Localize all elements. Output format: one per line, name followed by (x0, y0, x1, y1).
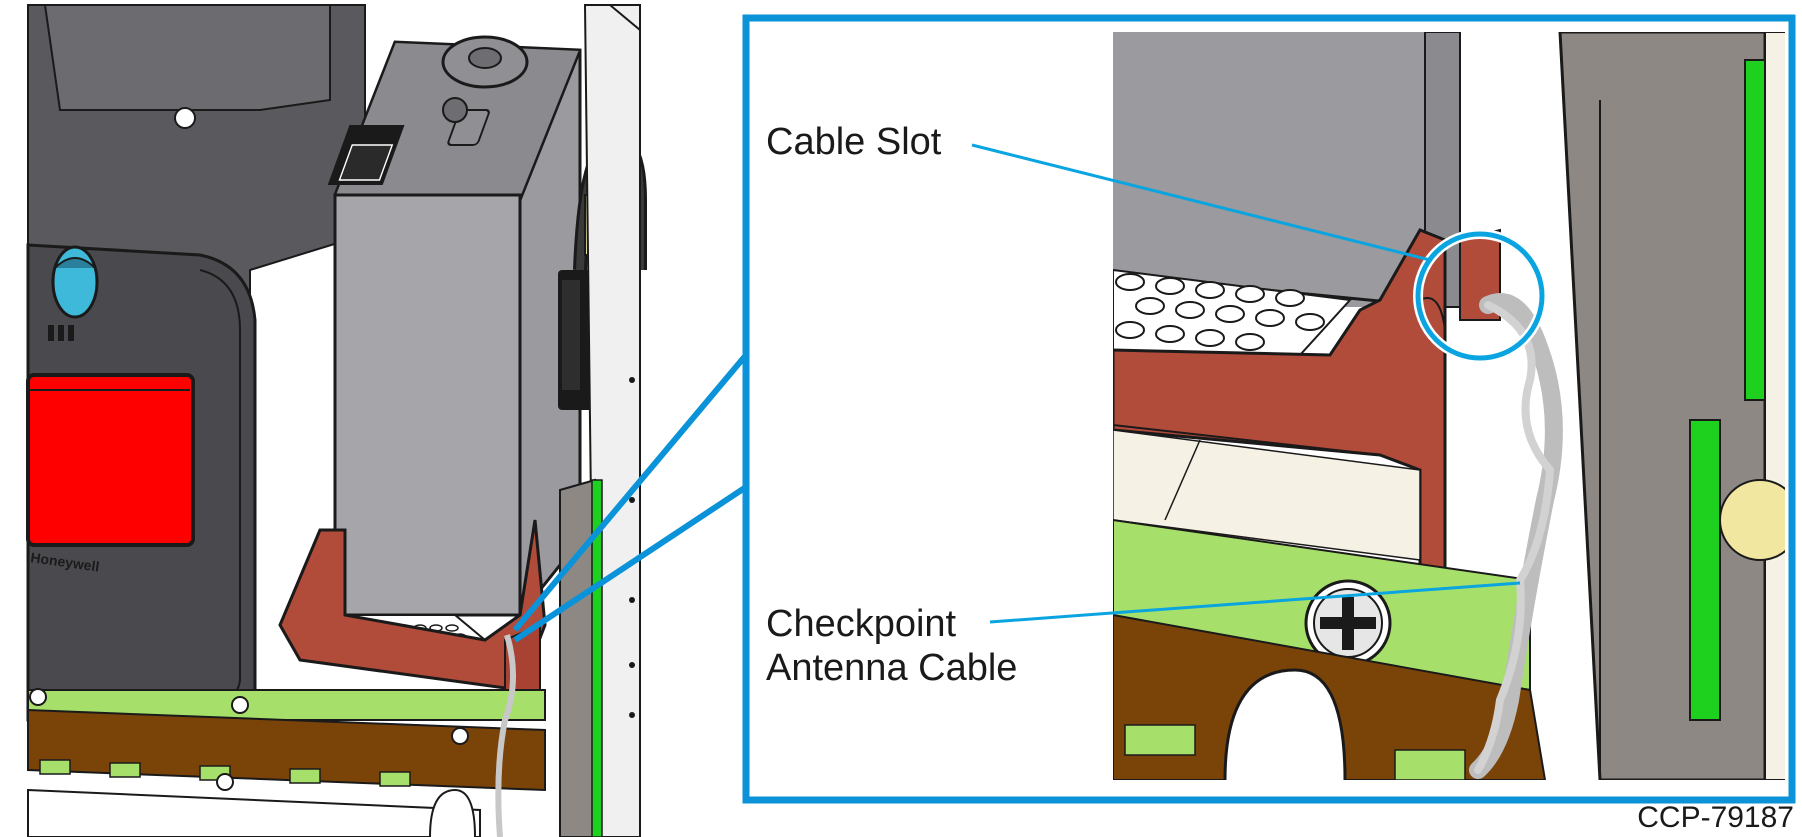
antenna-cable-leader (989, 581, 1521, 624)
honeycomb-vent (1115, 273, 1325, 351)
overview-illustration: Honeywell (26, 4, 647, 837)
figure-id: CCP-79187 (1637, 801, 1794, 834)
checkpoint-label-line-1: Checkpoint (766, 603, 957, 645)
detail-panel (742, 14, 1796, 804)
detail-illustration (1113, 32, 1785, 780)
checkpoint-antenna-cable-label: Checkpoint Antenna Cable (766, 602, 1017, 690)
checkpoint-label-line-2: Antenna Cable (766, 647, 1018, 689)
scanner-housing: Honeywell (26, 4, 381, 722)
zoom-wedge (512, 353, 749, 643)
screw-icon (29, 688, 469, 791)
side-frame (559, 4, 641, 837)
base-rail (27, 688, 546, 837)
screw-icon (1304, 579, 1392, 667)
checkpoint-module (327, 35, 582, 647)
scanner-window (26, 373, 195, 547)
cable-slot-leader (971, 143, 1431, 262)
cable-slot-label: Cable Slot (766, 121, 942, 163)
antenna-cable-overview (495, 634, 516, 837)
